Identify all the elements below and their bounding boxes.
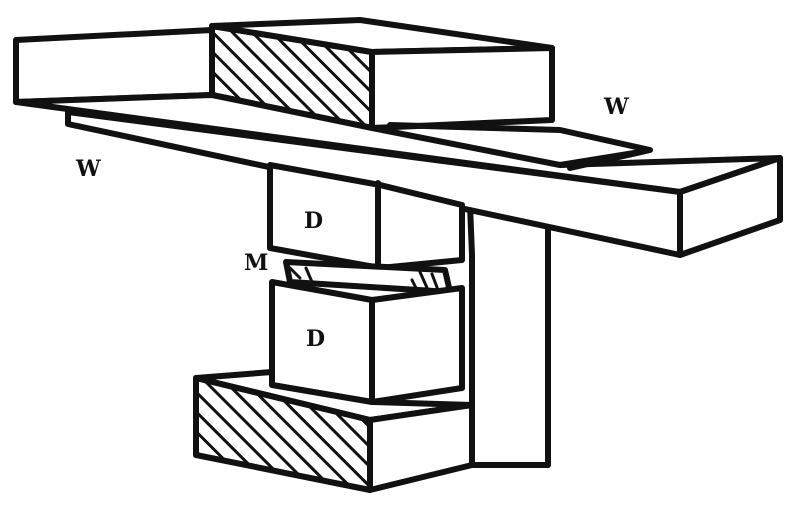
- label-d-upper: D: [304, 208, 323, 234]
- bottom-hatched-block: [193, 369, 475, 493]
- label-d-lower: D: [306, 326, 325, 352]
- label-w-right: W: [603, 94, 629, 120]
- label-m: M: [244, 250, 268, 276]
- upper-die: [267, 162, 465, 271]
- label-w-left: W: [75, 156, 101, 182]
- lower-die: [269, 279, 465, 405]
